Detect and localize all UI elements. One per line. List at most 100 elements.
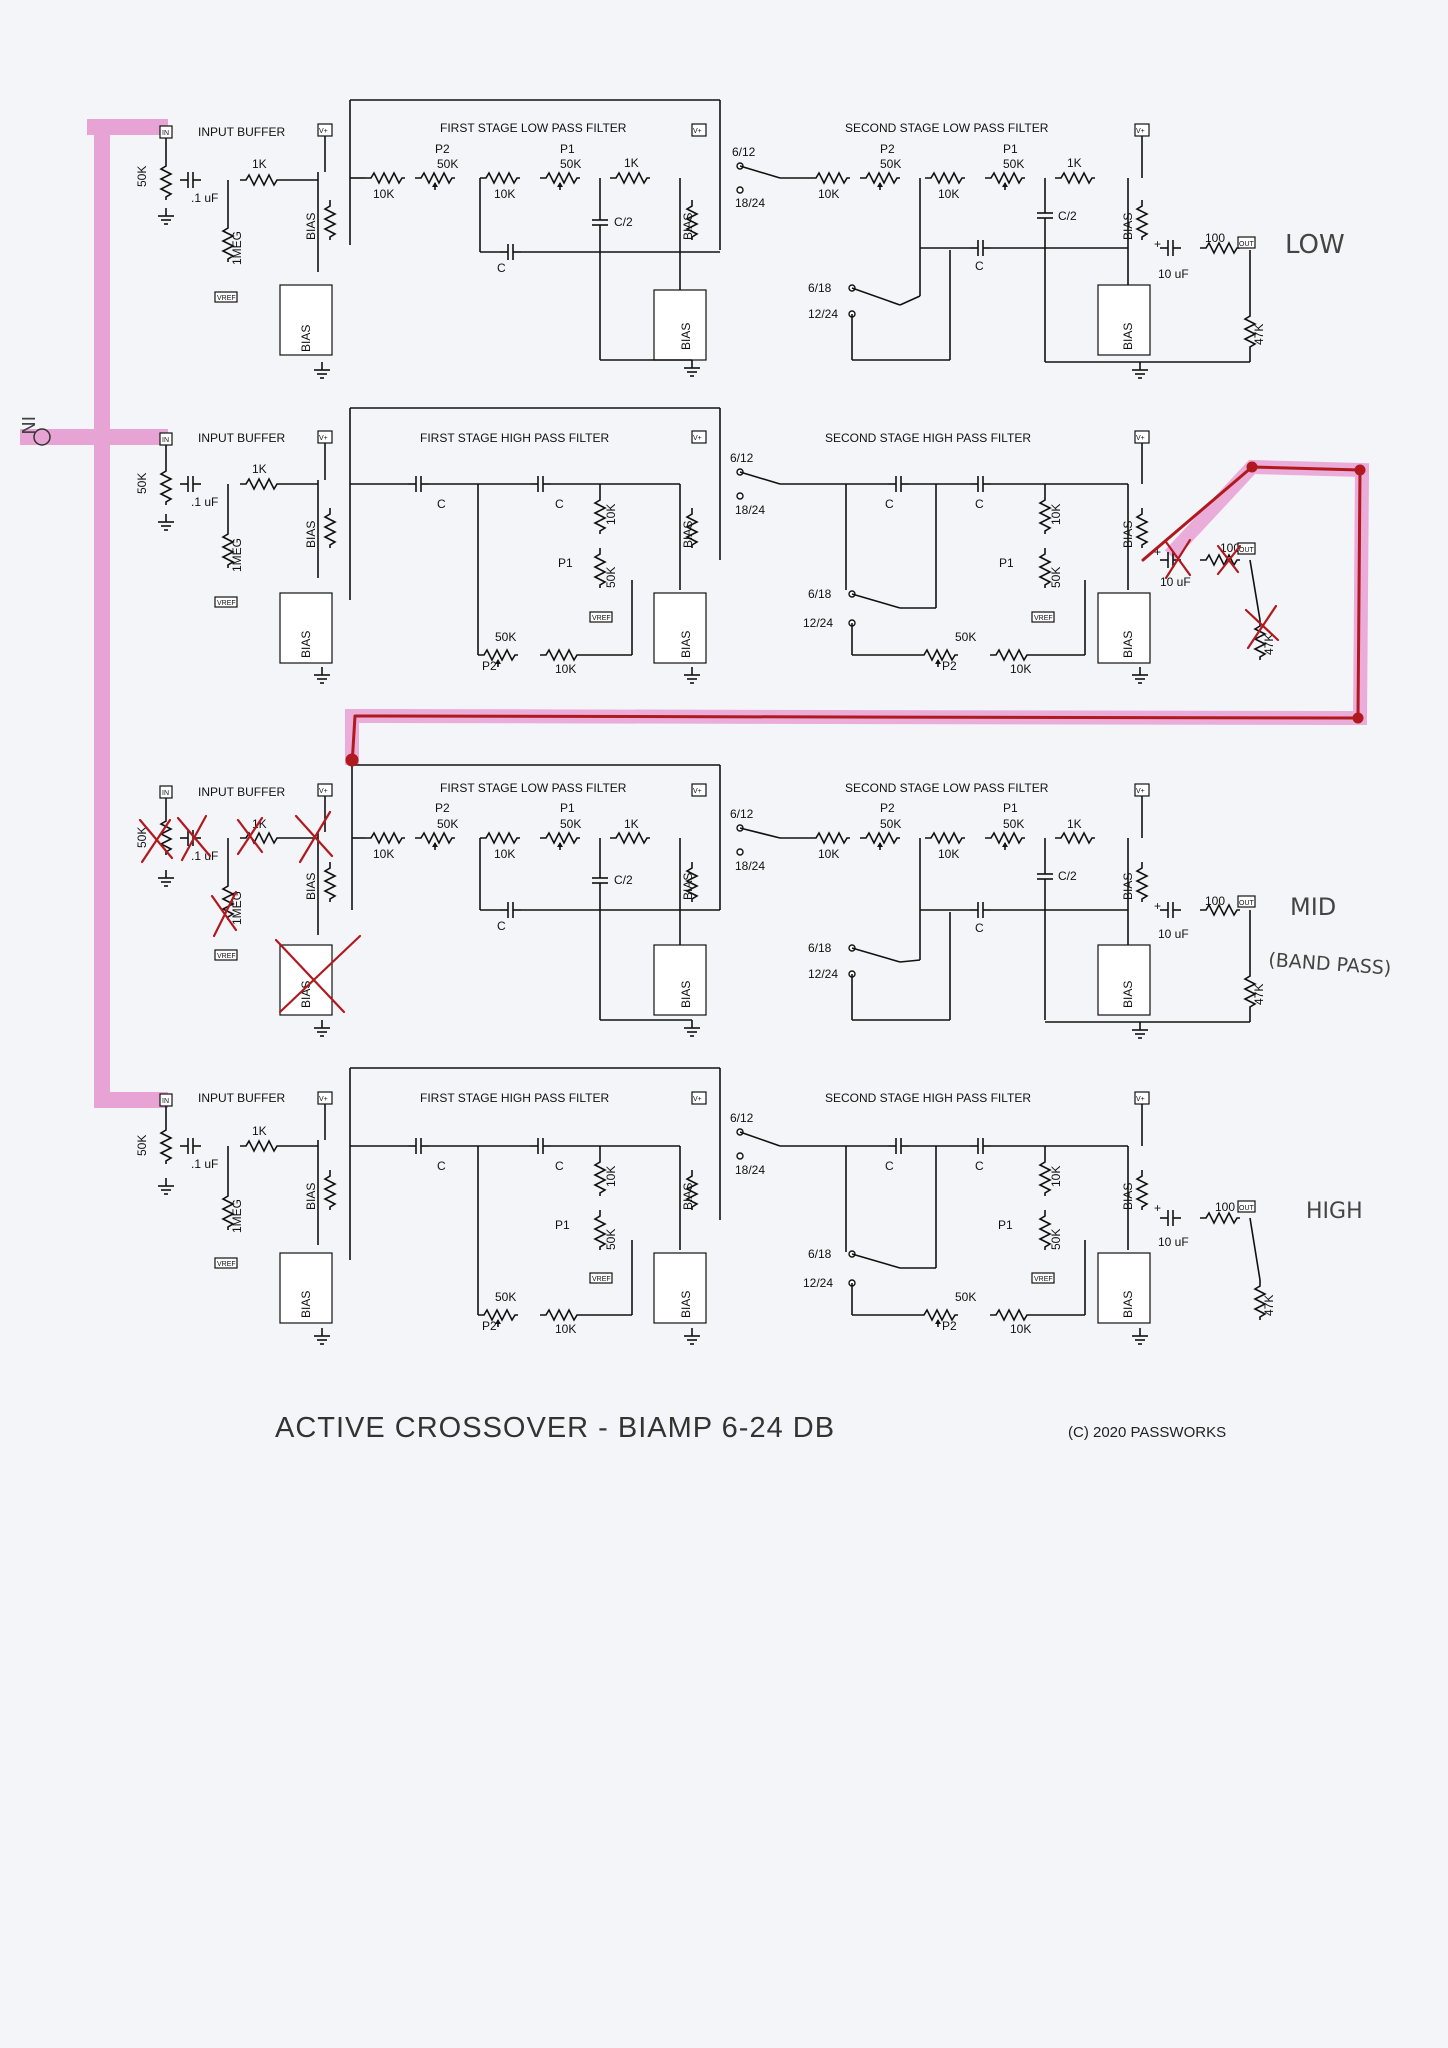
svg-text:P1: P1 (555, 1218, 570, 1232)
svg-text:VREF: VREF (217, 1261, 236, 1268)
annotation-low: LOW (1285, 230, 1345, 260)
svg-text:50K: 50K (955, 1290, 976, 1304)
svg-text:VREF: VREF (592, 1276, 611, 1283)
svg-text:18/24: 18/24 (735, 1163, 765, 1177)
svg-text:C: C (885, 497, 894, 511)
svg-text:BIAS: BIAS (679, 631, 693, 658)
svg-text:6/12: 6/12 (730, 807, 754, 821)
svg-text:INPUT BUFFER: INPUT BUFFER (198, 785, 285, 799)
svg-text:P1: P1 (560, 801, 575, 815)
svg-text:10K: 10K (1049, 1166, 1063, 1187)
svg-text:47K: 47K (1262, 1295, 1276, 1316)
annotation-band-pass: (BAND PASS) (1268, 949, 1392, 980)
svg-text:C/2: C/2 (614, 873, 633, 887)
row-mid: IN INPUT BUFFER 50K .1 uF 1K 1MEG VREF V… (135, 764, 1392, 1039)
svg-text:50K: 50K (604, 567, 618, 588)
svg-text:BIAS: BIAS (681, 521, 695, 548)
svg-text:OUT: OUT (1239, 900, 1255, 907)
svg-text:10 uF: 10 uF (1160, 575, 1191, 589)
svg-text:C: C (975, 1159, 984, 1173)
svg-text:6/12: 6/12 (730, 1111, 754, 1125)
stage-switch-upper-hp: 6/12 18/24 (730, 451, 781, 517)
svg-text:BIAS: BIAS (304, 213, 318, 240)
svg-text:6/18: 6/18 (808, 941, 832, 955)
svg-text:V+: V+ (693, 788, 702, 795)
svg-text:P2: P2 (482, 659, 497, 673)
annotation-mid: MID (1290, 893, 1336, 921)
svg-text:SECOND STAGE HIGH PASS FILTER: SECOND STAGE HIGH PASS FILTER (825, 1091, 1031, 1105)
svg-text:INPUT BUFFER: INPUT BUFFER (198, 1091, 285, 1105)
svg-text:50K: 50K (135, 1135, 149, 1156)
svg-text:P2: P2 (942, 659, 957, 673)
svg-text:+: + (1154, 237, 1161, 251)
svg-text:10K: 10K (938, 847, 959, 861)
svg-text:10K: 10K (818, 187, 839, 201)
svg-text:10K: 10K (555, 1322, 576, 1336)
svg-text:10K: 10K (938, 187, 959, 201)
svg-text:P2: P2 (435, 801, 450, 815)
svg-text:P2: P2 (942, 1319, 957, 1333)
svg-text:50K: 50K (437, 157, 458, 171)
svg-text:OUT: OUT (1239, 1205, 1255, 1212)
svg-text:V+: V+ (1136, 1096, 1145, 1103)
annotation-high: HIGH (1306, 1199, 1363, 1224)
document-title: ACTIVE CROSSOVER - BIAMP 6-24 DB (275, 1412, 835, 1444)
svg-text:BIAS: BIAS (1121, 1291, 1135, 1318)
svg-text:P1: P1 (558, 556, 573, 570)
svg-text:6/18: 6/18 (808, 587, 832, 601)
svg-text:IN: IN (162, 790, 169, 797)
svg-text:V+: V+ (693, 1096, 702, 1103)
svg-text:C: C (497, 261, 506, 275)
svg-text:50K: 50K (955, 630, 976, 644)
svg-text:50K: 50K (880, 157, 901, 171)
svg-text:50K: 50K (880, 817, 901, 831)
svg-text:18/24: 18/24 (735, 859, 765, 873)
input-terminal (33, 428, 51, 446)
svg-text:50K: 50K (495, 1290, 516, 1304)
svg-text:47K: 47K (1262, 634, 1276, 655)
svg-text:IN: IN (162, 437, 169, 444)
svg-text:BIAS: BIAS (1121, 631, 1135, 658)
svg-text:V+: V+ (1136, 788, 1145, 795)
svg-text:V+: V+ (693, 435, 702, 442)
svg-text:50K: 50K (437, 817, 458, 831)
svg-text:BIAS: BIAS (299, 631, 313, 658)
svg-text:47K: 47K (1252, 984, 1266, 1005)
svg-text:100: 100 (1205, 894, 1225, 908)
svg-text:+: + (1154, 545, 1161, 559)
svg-text:10K: 10K (1010, 1322, 1031, 1336)
svg-text:C: C (975, 921, 984, 935)
svg-text:10 uF: 10 uF (1158, 1235, 1189, 1249)
svg-text:INPUT BUFFER: INPUT BUFFER (198, 431, 285, 445)
first-stage-high-pass-high: FIRST STAGE HIGH PASS FILTER C C 10K 50K… (350, 1067, 721, 1345)
svg-text:BIAS: BIAS (304, 873, 318, 900)
svg-text:10K: 10K (604, 1166, 618, 1187)
svg-text:10K: 10K (604, 504, 618, 525)
svg-text:C: C (975, 259, 984, 273)
svg-text:P2: P2 (435, 142, 450, 156)
svg-text:BIAS: BIAS (299, 981, 313, 1008)
svg-text:+: + (1154, 899, 1161, 913)
svg-text:50K: 50K (1049, 567, 1063, 588)
svg-text:C: C (885, 1159, 894, 1173)
svg-text:BIAS: BIAS (1121, 981, 1135, 1008)
svg-text:BIAS: BIAS (304, 1183, 318, 1210)
svg-text:50K: 50K (495, 630, 516, 644)
svg-text:BIAS: BIAS (1121, 521, 1135, 548)
svg-text:OUT: OUT (1239, 547, 1255, 554)
red-pen-jumper (345, 461, 1366, 767)
svg-text:INPUT BUFFER: INPUT BUFFER (198, 125, 285, 139)
svg-text:IN: IN (162, 130, 169, 137)
input-buffer-upper-hp: IN INPUT BUFFER 50K .1 uF 1K 1MEG VREF V… (135, 408, 351, 684)
svg-text:OUT: OUT (1239, 241, 1255, 248)
svg-text:C: C (437, 497, 446, 511)
svg-text:IN: IN (162, 1098, 169, 1105)
svg-text:12/24: 12/24 (808, 967, 838, 981)
svg-text:50K: 50K (135, 166, 149, 187)
svg-text:BIAS: BIAS (679, 323, 693, 350)
svg-text:BIAS: BIAS (681, 213, 695, 240)
svg-text:6/18: 6/18 (808, 281, 832, 295)
svg-text:50K: 50K (560, 817, 581, 831)
